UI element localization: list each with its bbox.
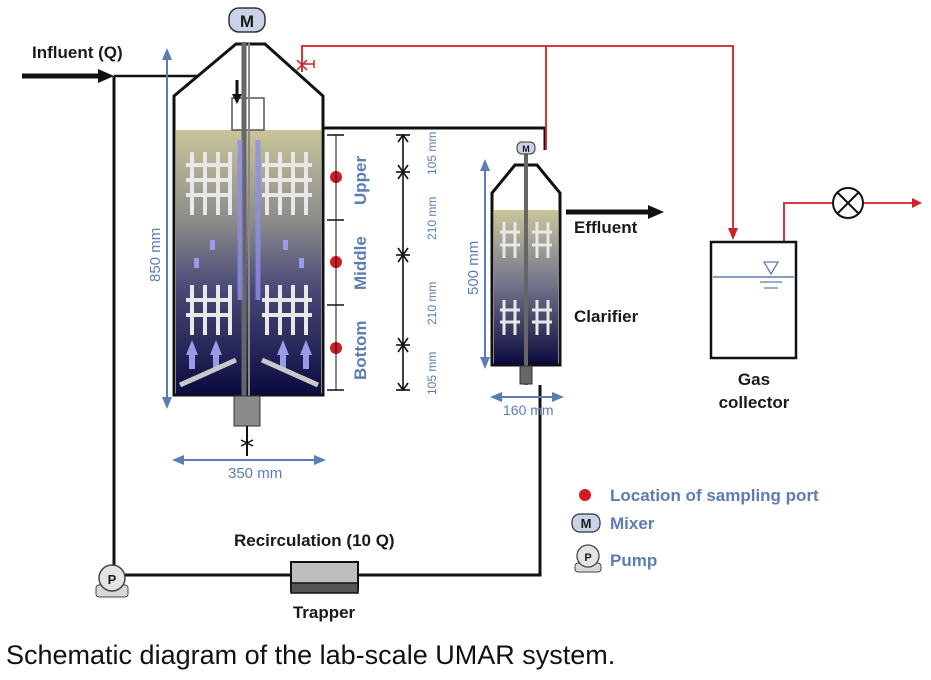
dim-seg-upper: 210 mm [425, 197, 439, 240]
schematic-svg: Influent (Q) [22, 7, 922, 622]
legend: Location of sampling port M Mixer P Pump [571, 486, 819, 573]
svg-text:M: M [581, 516, 592, 531]
svg-text:P: P [108, 572, 117, 587]
gas-collector [709, 240, 798, 360]
dim-seg-top: 105 mm [425, 132, 439, 175]
dim-seg-middle: 210 mm [425, 282, 439, 325]
legend-sampling-port: Location of sampling port [610, 486, 819, 505]
effluent-label: Effluent [574, 218, 638, 237]
trapper-label: Trapper [293, 603, 356, 622]
dim-reactor-width: 350 mm [228, 465, 282, 482]
svg-text:P: P [584, 552, 591, 564]
dim-clarifier-width: 160 mm [503, 402, 554, 418]
gas-lines [301, 45, 915, 242]
dim-seg-bottom: 105 mm [425, 352, 439, 395]
zone-middle: Middle [351, 236, 370, 290]
influent-arrowhead [98, 69, 114, 83]
legend-mixer-icon: M [571, 513, 601, 533]
reactor-mixer: M [228, 7, 266, 33]
gas-collector-label-2: collector [719, 393, 790, 412]
dim-clarifier-height: 500 mm [465, 241, 482, 295]
legend-pump: Pump [610, 551, 657, 570]
svg-text:M: M [522, 144, 530, 154]
clarifier-mixer: M [516, 141, 536, 155]
recirculation-pump: P [95, 564, 129, 598]
figure-caption: Schematic diagram of the lab-scale UMAR … [6, 640, 616, 670]
trapper [290, 561, 359, 594]
clarifier-label: Clarifier [574, 307, 639, 326]
clarifier-vessel [490, 150, 562, 385]
gas-meter-icon [832, 187, 864, 219]
segment-dimensions [396, 133, 410, 392]
recirculation-label: Recirculation (10 Q) [234, 531, 395, 550]
zone-bottom: Bottom [351, 321, 370, 380]
zone-dividers [327, 134, 344, 391]
gas-collector-label-1: Gas [738, 370, 770, 389]
legend-sampling-port-icon [579, 489, 591, 501]
zone-upper: Upper [351, 156, 370, 206]
reactor-to-clarifier-pipe [323, 126, 547, 150]
legend-pump-icon: P [574, 544, 602, 573]
svg-text:M: M [240, 12, 254, 31]
gas-valve [296, 59, 315, 71]
legend-mixer: Mixer [610, 514, 655, 533]
influent-label: Influent (Q) [32, 43, 123, 62]
dim-reactor-height: 850 mm [147, 228, 164, 282]
main-reactor [172, 42, 325, 456]
